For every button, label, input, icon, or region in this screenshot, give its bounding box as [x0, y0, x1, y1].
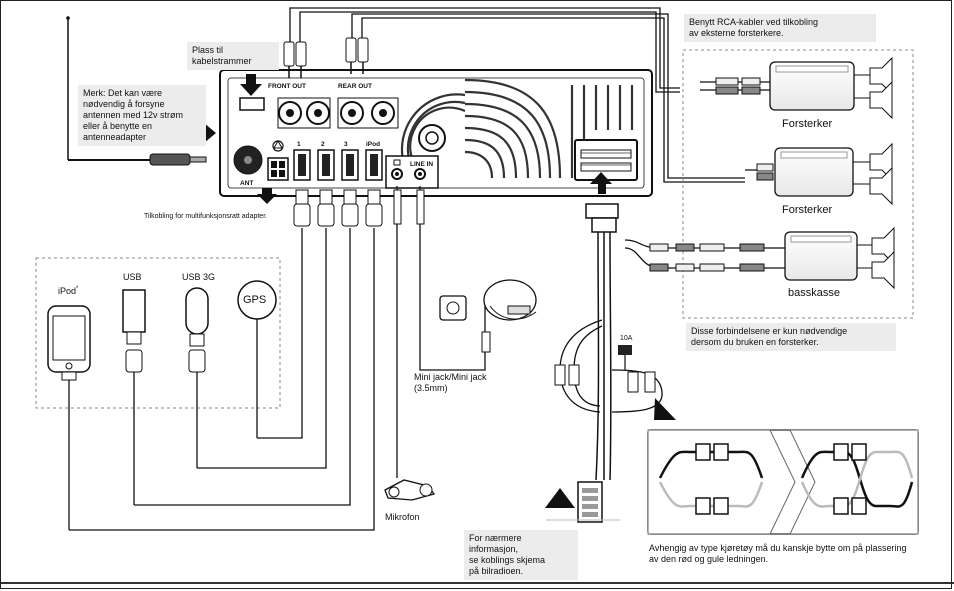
media-player — [439, 295, 491, 353]
usb2-label: 2 — [321, 141, 325, 148]
gps-antenna — [237, 280, 277, 438]
amp2-label: Forsterker — [782, 204, 833, 216]
device-region — [35, 257, 281, 409]
arrow-up-icon — [590, 172, 612, 184]
usb-plugs — [293, 189, 383, 227]
antenna-whip — [66, 16, 70, 160]
steering-adapter-socket — [267, 139, 289, 181]
usb-stick-device — [122, 289, 146, 505]
usb3-label: 3 — [344, 141, 348, 148]
cable-clamp-slot — [239, 97, 265, 111]
antenna-socket — [233, 145, 263, 175]
front-out-sockets — [277, 97, 331, 129]
ipod-port-label: iPod — [366, 141, 381, 148]
amp1-label: Forsterker — [782, 118, 833, 130]
ant-label: ANT — [240, 180, 254, 187]
arrow-down-icon — [257, 188, 277, 204]
more-info-note: For nærmere informasjon, se koblings skj… — [464, 530, 578, 580]
microphone-caption: Mikrofon — [385, 512, 420, 522]
aux-block — [385, 155, 439, 189]
rear-out-sockets — [337, 97, 399, 129]
fuse-label: 10A — [620, 335, 633, 342]
amplifier-1 — [700, 56, 893, 120]
arrow-down-icon — [240, 74, 262, 96]
amp-region — [682, 49, 914, 319]
usb3g-label: USB 3G — [182, 272, 216, 282]
iso-harness — [545, 203, 676, 523]
rca-plugs-top — [283, 37, 369, 78]
line-in-plug — [416, 189, 425, 225]
antenna-note: Merk: Det kan være nødvendig å forsyne a… — [78, 85, 206, 146]
swap-panel — [647, 429, 919, 535]
usb-label: USB — [123, 272, 142, 282]
line-in-label: LINE IN — [410, 161, 434, 168]
swap-note: Avhengig av type kjøretøy må du kanskje … — [644, 540, 916, 568]
sub-label: basskasse — [788, 287, 840, 299]
rca-cables-top — [289, 7, 745, 183]
ipod-footnote-mark: * — [76, 286, 79, 292]
steering-adapter-caption: Tilkobling for multifunksjonsratt adapte… — [144, 213, 268, 220]
usb-3g-device — [185, 287, 209, 468]
bottom-rule — [0, 582, 954, 584]
cable-clamp-note: Plass til kabelstrammer — [187, 42, 279, 70]
rca-note: Benytt RCA-kabler ved tilkobling av ekst… — [684, 14, 876, 42]
rear-out-label: REAR OUT — [338, 83, 372, 90]
mini-jack-caption: Mini jack/Mini jack (3.5mm) — [414, 372, 487, 393]
amplifier-2 — [745, 142, 893, 206]
gps-label: GPS — [243, 294, 267, 306]
ipod-device — [47, 305, 91, 530]
usb-ports — [293, 149, 383, 181]
aux-cables — [396, 186, 486, 478]
sub-plugs — [649, 243, 765, 272]
microphone — [384, 479, 436, 501]
front-out-label: FRONT OUT — [268, 83, 306, 90]
ipod-label-text: iPod — [58, 286, 77, 296]
radio-back-panel — [219, 69, 653, 197]
ipod-label: iPod* — [58, 284, 78, 297]
iso-socket — [574, 139, 638, 181]
portable-device — [483, 279, 537, 321]
usb1-label: 1 — [297, 141, 301, 148]
usb-cables — [69, 228, 375, 531]
mic-plug — [393, 189, 402, 225]
antenna-plug — [68, 153, 207, 166]
subwoofer-box — [784, 226, 895, 290]
amp-only-note: Disse forbindelsene er kun nødvendige de… — [686, 323, 896, 351]
